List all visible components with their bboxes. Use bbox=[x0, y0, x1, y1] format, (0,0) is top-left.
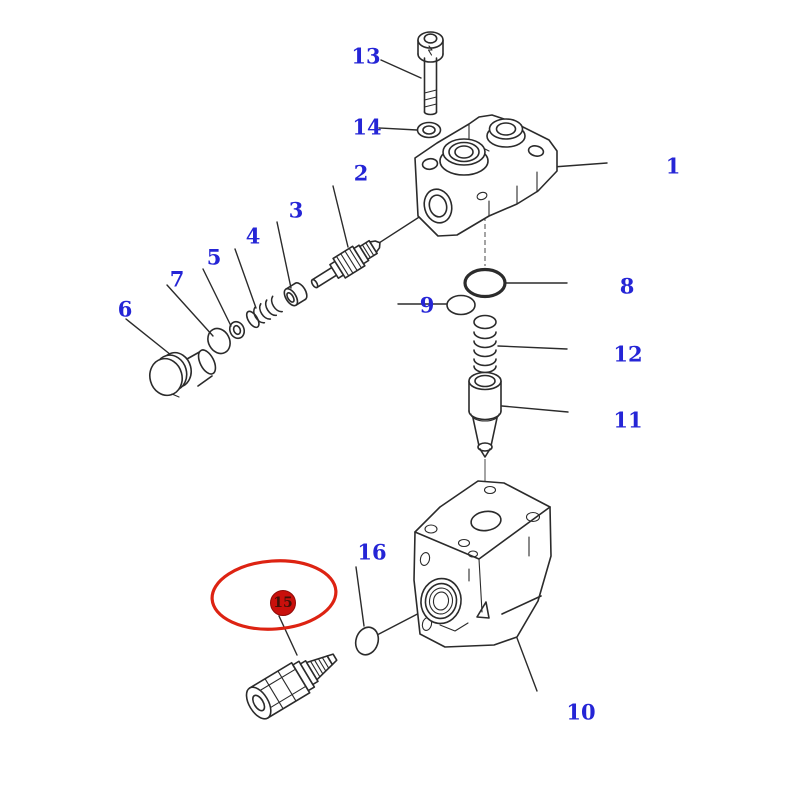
part-retainer-3 bbox=[283, 282, 308, 307]
part-oring-8 bbox=[463, 267, 507, 299]
part-label-11: 11 bbox=[613, 407, 643, 433]
leader-line-2 bbox=[332, 185, 349, 248]
part-plug-6 bbox=[149, 349, 217, 398]
leader-line-12 bbox=[497, 345, 568, 350]
part-label-12: 12 bbox=[613, 341, 643, 367]
part-label-15-highlighted: 15 bbox=[273, 595, 293, 611]
part-bolt-13 bbox=[417, 31, 444, 116]
highlight-ellipse bbox=[210, 559, 338, 631]
part-label-8: 8 bbox=[619, 273, 635, 299]
part-washer-5 bbox=[228, 320, 246, 340]
leader-line-11 bbox=[501, 405, 569, 413]
part-label-5: 5 bbox=[206, 244, 222, 270]
highlight-marker bbox=[270, 590, 296, 616]
part-label-6: 6 bbox=[117, 296, 133, 322]
leader-line-16 bbox=[355, 566, 365, 627]
part-label-16: 16 bbox=[357, 539, 387, 565]
leader-line-5 bbox=[202, 268, 232, 327]
part-label-9: 9 bbox=[419, 292, 435, 318]
part-label-13: 13 bbox=[351, 43, 381, 69]
part-label-2: 2 bbox=[353, 160, 369, 186]
leader-line-4 bbox=[234, 248, 257, 309]
part-oring-7 bbox=[207, 327, 231, 355]
part-label-3: 3 bbox=[288, 197, 304, 223]
part-spring-12 bbox=[473, 314, 497, 374]
part-label-10: 10 bbox=[566, 699, 596, 725]
highlight-part-15 bbox=[210, 559, 338, 631]
leader-line-14 bbox=[378, 127, 418, 131]
part-label-4: 4 bbox=[245, 223, 261, 249]
leader-lines bbox=[125, 59, 608, 692]
part-relief-valve-15 bbox=[245, 653, 338, 720]
leader-line-6 bbox=[125, 318, 172, 356]
part-ring-9 bbox=[446, 294, 476, 316]
part-spool-2 bbox=[310, 239, 381, 289]
part-poppet-11 bbox=[468, 371, 502, 458]
part-label-7: 7 bbox=[169, 266, 185, 292]
part-lower-valve-body-10 bbox=[413, 480, 552, 648]
leader-line-1 bbox=[552, 162, 608, 168]
leader-line-13 bbox=[380, 59, 422, 79]
part-washer-14 bbox=[416, 121, 442, 139]
part-label-14: 14 bbox=[352, 114, 382, 140]
leader-line-10 bbox=[516, 637, 538, 692]
part-spring-4 bbox=[245, 295, 283, 329]
part-label-1: 1 bbox=[665, 153, 681, 179]
part-oring-16 bbox=[354, 626, 380, 656]
leader-line-15 bbox=[278, 615, 298, 656]
leader-line-7 bbox=[166, 284, 214, 337]
leader-line-3 bbox=[276, 221, 292, 289]
part-upper-valve-body-1 bbox=[414, 114, 558, 237]
